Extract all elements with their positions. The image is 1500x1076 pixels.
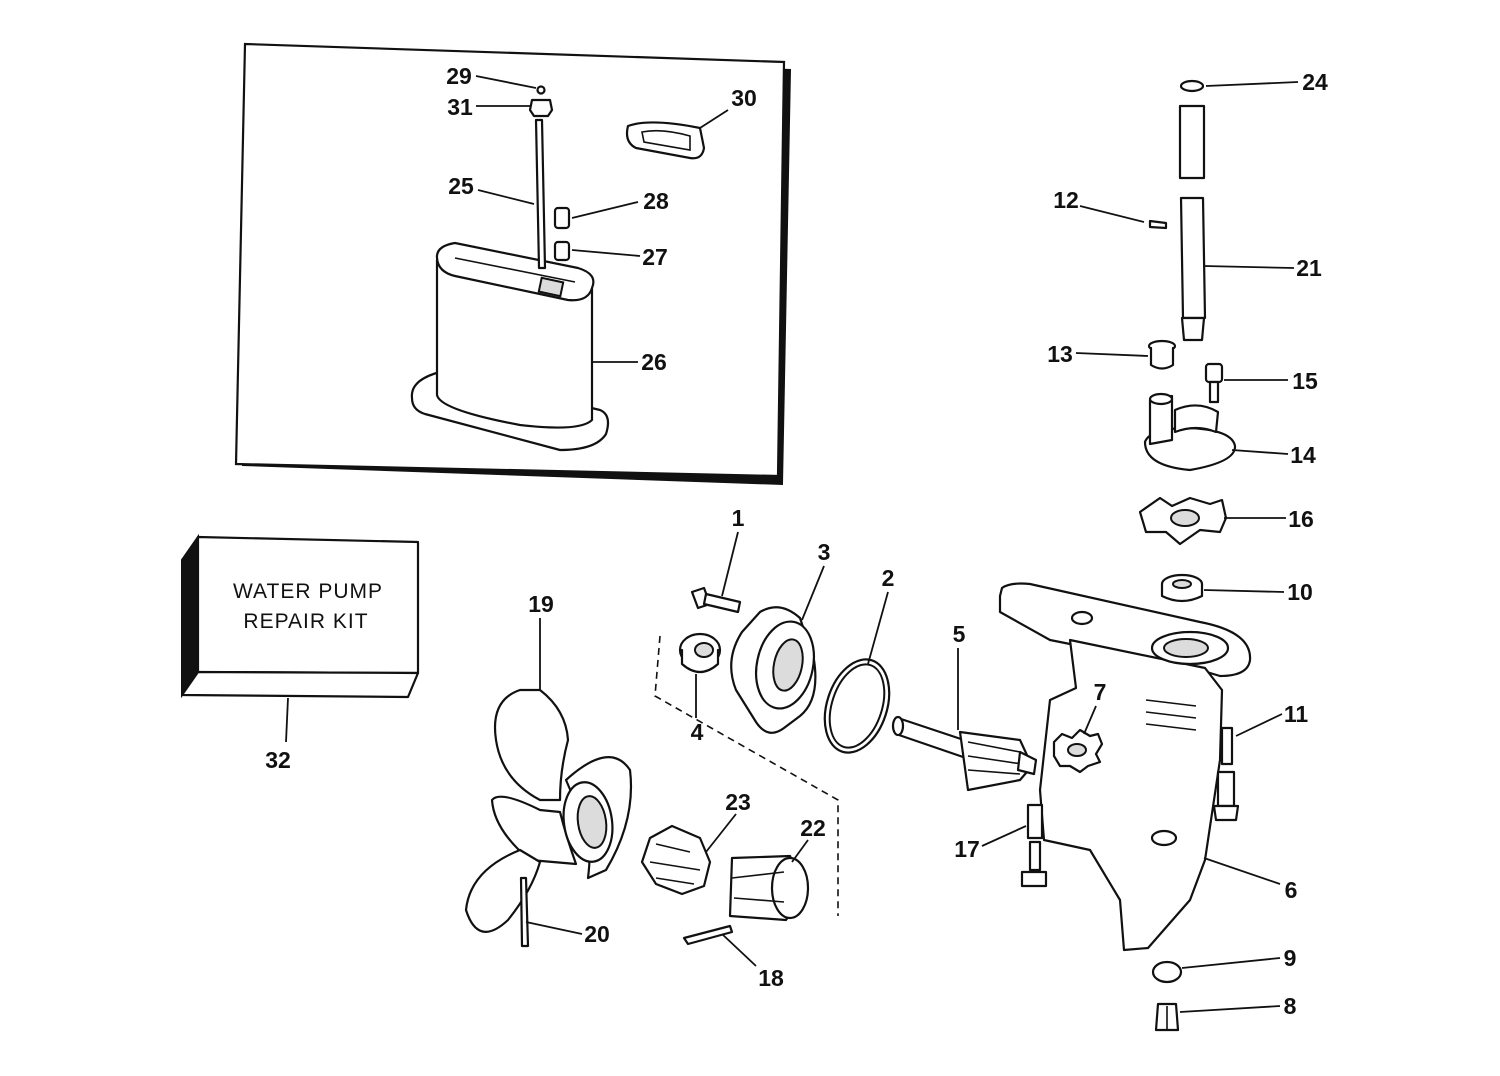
callout-7: 7 bbox=[1094, 679, 1107, 705]
callout-3: 3 bbox=[818, 539, 831, 565]
part-32-repair-kit-box: WATER PUMP REPAIR KIT bbox=[180, 533, 420, 699]
callout-22: 22 bbox=[800, 815, 826, 841]
callout-26: 26 bbox=[641, 349, 667, 375]
callout-19: 19 bbox=[528, 591, 554, 617]
callout-31: 31 bbox=[447, 94, 473, 120]
part-11-stud bbox=[1212, 726, 1240, 822]
part-19-propeller bbox=[464, 688, 633, 933]
kit-label-line1: WATER PUMP bbox=[233, 580, 383, 603]
part-29-washer bbox=[536, 85, 546, 95]
callout-6: 6 bbox=[1285, 877, 1298, 903]
callout-13: 13 bbox=[1047, 341, 1073, 367]
callout-16: 16 bbox=[1288, 506, 1314, 532]
callout-8: 8 bbox=[1284, 993, 1297, 1019]
part-24-ring bbox=[1179, 79, 1205, 93]
callout-32: 32 bbox=[265, 747, 291, 773]
callout-29: 29 bbox=[446, 63, 472, 89]
callout-12: 12 bbox=[1053, 187, 1079, 213]
callout-1: 1 bbox=[732, 505, 745, 531]
part-8-plug bbox=[1154, 1002, 1180, 1032]
part-17-screw bbox=[1020, 803, 1048, 888]
part-3-bearing-housing bbox=[730, 606, 817, 734]
callout-21: 21 bbox=[1296, 255, 1322, 281]
callout-15: 15 bbox=[1292, 368, 1318, 394]
part-1-screw bbox=[690, 586, 742, 614]
part-6-gearcase bbox=[998, 582, 1252, 952]
part-23-drive-sleeve bbox=[640, 824, 712, 896]
callout-9: 9 bbox=[1284, 945, 1297, 971]
callout-5: 5 bbox=[953, 621, 966, 647]
part-5-propeller-shaft bbox=[891, 715, 1038, 792]
part-4-bearing bbox=[678, 632, 722, 674]
part-7-pinion-gear bbox=[1052, 728, 1104, 774]
callout-20: 20 bbox=[584, 921, 610, 947]
callout-27: 27 bbox=[642, 244, 668, 270]
callout-24: 24 bbox=[1302, 69, 1328, 95]
part-27-grommet bbox=[553, 240, 571, 262]
kit-label-line2: REPAIR KIT bbox=[243, 610, 368, 633]
part-28-grommet bbox=[553, 206, 571, 230]
callout-2: 2 bbox=[882, 565, 895, 591]
callout-30: 30 bbox=[731, 85, 757, 111]
part-12-pin bbox=[1148, 219, 1168, 230]
callout-25: 25 bbox=[448, 173, 474, 199]
callout-28: 28 bbox=[643, 188, 669, 214]
part-16-impeller bbox=[1138, 496, 1228, 546]
part-18-shear-pin bbox=[682, 924, 734, 946]
kit-group-outline bbox=[654, 635, 839, 916]
callout-11: 11 bbox=[1284, 701, 1309, 727]
callout-10: 10 bbox=[1287, 579, 1313, 605]
part-21-drive-shaft bbox=[1178, 104, 1207, 342]
callout-23: 23 bbox=[725, 789, 751, 815]
part-25-water-tube bbox=[534, 118, 547, 270]
callout-18: 18 bbox=[758, 965, 784, 991]
part-2-o-ring bbox=[823, 658, 891, 754]
callout-17: 17 bbox=[954, 836, 980, 862]
leader-lines bbox=[285, 75, 1299, 1013]
part-14-impeller-housing bbox=[1143, 392, 1237, 472]
part-15-screw bbox=[1204, 362, 1224, 404]
callout-4: 4 bbox=[691, 719, 704, 745]
part-9-plug-washer bbox=[1151, 960, 1183, 984]
part-26-exhaust-housing bbox=[410, 241, 610, 452]
part-22-thrust-hub bbox=[728, 854, 810, 922]
part-20-cotter-pin bbox=[519, 876, 530, 948]
callout-14: 14 bbox=[1290, 442, 1316, 468]
callout-numbers: 1 2 3 4 5 6 7 8 9 10 11 12 13 14 15 16 1… bbox=[265, 63, 1328, 1019]
part-10-seal bbox=[1160, 573, 1204, 603]
part-31-nut bbox=[528, 98, 554, 118]
part-13-bushing bbox=[1147, 339, 1177, 370]
